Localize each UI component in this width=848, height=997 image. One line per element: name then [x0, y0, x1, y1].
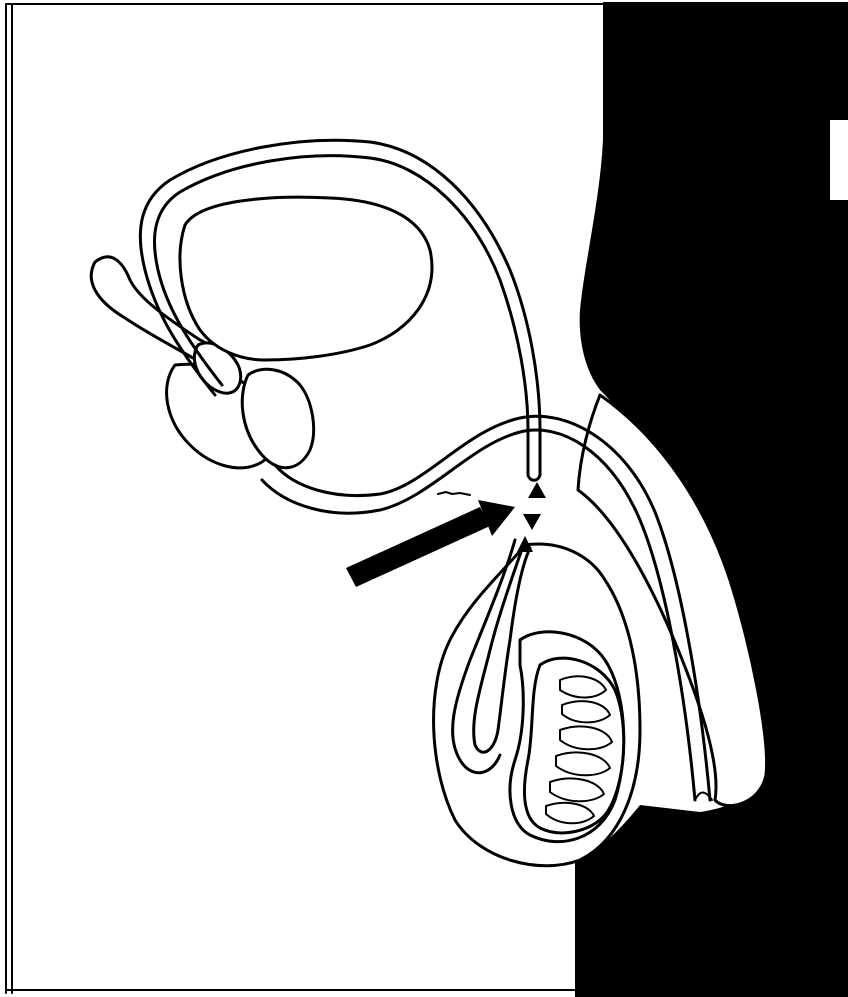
faint-mark: [438, 492, 470, 495]
testis: [524, 658, 623, 833]
bladder: [180, 197, 432, 360]
vasectomy-cut-ends: [517, 482, 546, 552]
frame-gap: [830, 120, 848, 200]
pointer-arrow: [346, 500, 515, 587]
